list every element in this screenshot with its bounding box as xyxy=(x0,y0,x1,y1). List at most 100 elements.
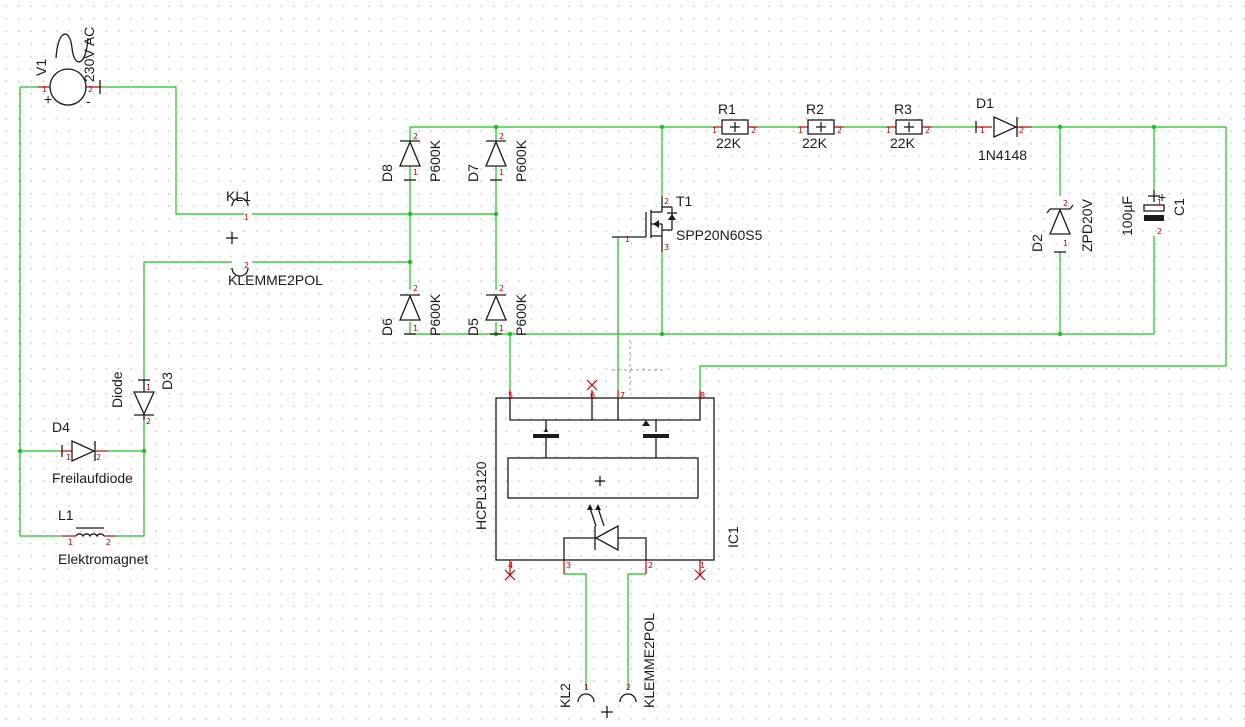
arrow-icon xyxy=(544,427,548,432)
junction-dot xyxy=(17,448,23,454)
pin-number: 5 xyxy=(508,391,513,400)
junction-dot xyxy=(141,448,147,454)
source-circle-icon xyxy=(49,68,87,106)
d1-diode: 1 2 D1 1N4148 xyxy=(975,95,1032,163)
d4-diode: 1 2 D4 Freilaufdiode xyxy=(52,419,133,486)
d1-name: D1 xyxy=(976,95,994,111)
d2-zener: 2 1 D2 ZPD20V xyxy=(1029,198,1095,253)
v1-value: 230V AC xyxy=(81,27,97,82)
wire-d4-right xyxy=(108,420,145,452)
d4-value: Freilaufdiode xyxy=(52,470,133,486)
junction-dot xyxy=(1057,124,1063,130)
pin-number: 3 xyxy=(664,243,669,252)
kl2-name: KL2 xyxy=(557,683,573,708)
c1-name: C1 xyxy=(1171,198,1187,216)
d1-value: 1N4148 xyxy=(978,147,1027,163)
wire-kl1-2-left xyxy=(143,261,232,380)
arrow-icon xyxy=(595,504,601,510)
pin-number: 1 xyxy=(625,235,630,244)
pin-number: 1 xyxy=(712,126,717,135)
no-connect-icon xyxy=(504,569,516,581)
pin-number: 4 xyxy=(508,561,513,570)
pin-number: 2 xyxy=(751,126,756,135)
arrow-icon xyxy=(587,504,593,510)
c1-value: 100µF xyxy=(1119,196,1135,236)
pin-number: 2 xyxy=(88,85,93,94)
pin-number: 8 xyxy=(700,391,705,400)
pin-number: 1 xyxy=(499,324,504,333)
pin-number: 1 xyxy=(980,126,985,135)
arrow-icon xyxy=(653,220,659,228)
d5-name: D5 xyxy=(465,318,481,336)
wire-ic-pin2 xyxy=(627,573,646,690)
d5-value: P600K xyxy=(513,293,529,336)
r3-name: R3 xyxy=(894,101,912,117)
d8-diode: 2 1 D8 P600K xyxy=(379,132,443,182)
pin-number: 1 xyxy=(499,168,504,177)
led-emission-icon xyxy=(589,507,605,527)
pin-number: 2 xyxy=(664,197,669,206)
t1-value: SPP20N60S5 xyxy=(676,227,763,243)
l1-name: L1 xyxy=(58,507,74,523)
t1-name: T1 xyxy=(676,193,693,209)
pin-number: 2 xyxy=(837,126,842,135)
pin-number: 2 xyxy=(626,683,631,692)
wires xyxy=(19,86,1227,690)
symbol-sign: - xyxy=(86,93,91,109)
ic-internal xyxy=(509,398,701,421)
v1-ac-source: 1 2 + - V1 230V AC xyxy=(33,27,101,109)
d6-name: D6 xyxy=(379,318,395,336)
pin-number: 2 xyxy=(96,453,101,462)
r3-resistor: 1 2 R3 22K xyxy=(886,101,932,151)
junction-dot xyxy=(493,211,499,217)
pin-number: 2 xyxy=(648,561,653,570)
r1-resistor: 1 2 R1 22K xyxy=(712,101,758,151)
d2-value: ZPD20V xyxy=(1079,198,1095,252)
pin-number: 1 xyxy=(66,453,71,462)
kl1-value: KLEMME2POL xyxy=(228,272,323,288)
junction-dot xyxy=(1151,124,1157,130)
pin-number: 1 xyxy=(413,324,418,333)
pin-number: 1 xyxy=(146,383,151,392)
capacitor-plate-icon xyxy=(1144,215,1164,221)
d6-diode: 2 1 D6 P600K xyxy=(379,284,443,336)
pin-number: 1 xyxy=(68,538,73,547)
symbol-sign: + xyxy=(44,91,52,107)
pin-number: 2 xyxy=(1157,227,1162,236)
pin-number: 2 xyxy=(413,132,418,141)
diode-triangle-icon xyxy=(485,140,507,167)
v1-name: V1 xyxy=(33,59,49,76)
pin-number: 1 xyxy=(244,213,249,222)
r2-resistor: 1 2 R2 22K xyxy=(798,101,844,151)
junction-dot xyxy=(659,331,665,337)
diode-triangle-icon xyxy=(399,294,421,321)
transistor-plate-icon xyxy=(643,434,669,438)
wire-v1-left xyxy=(19,87,62,537)
l1-inductor: 1 2 L1 Elektromagnet xyxy=(58,507,148,567)
diode-triangle-icon xyxy=(71,439,96,463)
guide-dash xyxy=(612,340,664,390)
inductor-coil-icon xyxy=(75,533,105,538)
diode-triangle-icon xyxy=(993,115,1018,139)
d5-diode: 2 1 D5 P600K xyxy=(465,284,529,336)
kl2-value: KLEMME2POL xyxy=(641,613,657,708)
terminal-arc-icon xyxy=(577,693,595,703)
pin-number: 1 xyxy=(886,126,891,135)
kl1-name: KL1 xyxy=(226,188,251,204)
diode-triangle-icon xyxy=(132,391,156,416)
junction-dot xyxy=(659,124,665,130)
pin-number: 2 xyxy=(413,284,418,293)
junctions xyxy=(17,124,1157,454)
r1-value: 22K xyxy=(716,135,742,151)
zener-bar xyxy=(1046,204,1074,214)
pin-number: 2 xyxy=(106,538,111,547)
d6-value: P600K xyxy=(427,293,443,336)
d7-diode: 2 1 D7 P600K xyxy=(465,132,529,182)
no-connect-icon xyxy=(586,379,598,391)
pin-number: 1 xyxy=(42,85,47,94)
wire-d1-out xyxy=(699,126,1227,390)
pin-number: 3 xyxy=(566,561,571,570)
d8-name: D8 xyxy=(379,164,395,182)
terminal-arc-icon xyxy=(619,693,637,703)
